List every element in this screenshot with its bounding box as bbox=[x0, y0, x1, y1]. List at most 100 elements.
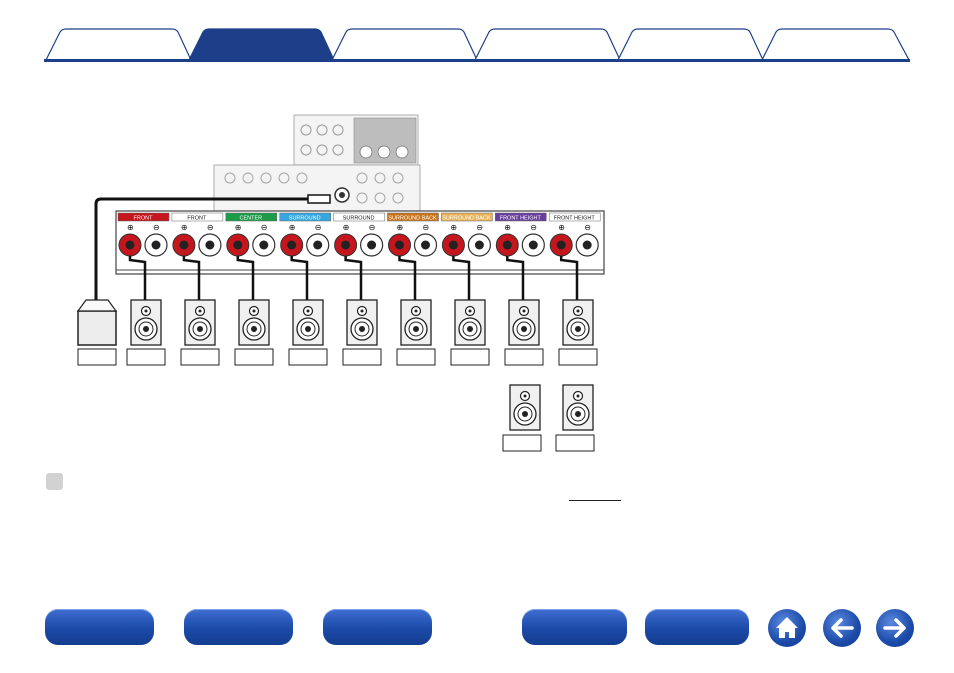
terminal-label-text: FRONT bbox=[187, 216, 207, 222]
speaker-icon bbox=[292, 299, 324, 346]
speaker-wire bbox=[452, 256, 471, 300]
terminal-post-pair: ⊕⊖ bbox=[441, 223, 491, 257]
forward-button[interactable] bbox=[876, 609, 914, 647]
tab-bar bbox=[0, 0, 954, 64]
speaker-icon bbox=[454, 299, 486, 346]
svg-text:⊖: ⊖ bbox=[584, 223, 591, 232]
terminal-post-pair: ⊕⊖ bbox=[495, 223, 545, 257]
tab-3[interactable] bbox=[330, 28, 478, 60]
terminal-post-pair: ⊕⊖ bbox=[388, 223, 438, 257]
svg-text:⊖: ⊖ bbox=[207, 223, 214, 232]
terminal-posts: ⊕⊖⊕⊖⊕⊖⊕⊖⊕⊖⊕⊖⊕⊖⊕⊖⊕⊖ bbox=[118, 223, 599, 257]
speaker-wire bbox=[506, 256, 525, 300]
terminal-labels: FRONT FRONT CENTER SURROUND SURROUND SURROUND… bbox=[117, 212, 601, 222]
speaker-icon bbox=[238, 299, 270, 346]
terminal-label-text: SURROUND bbox=[343, 216, 375, 222]
speaker-label-box bbox=[288, 348, 328, 366]
svg-text:⊕: ⊕ bbox=[504, 223, 511, 232]
subwoofer-icon bbox=[76, 299, 118, 346]
svg-text:⊕: ⊕ bbox=[181, 223, 188, 232]
svg-text:⊖: ⊖ bbox=[315, 223, 322, 232]
speaker-label-box bbox=[555, 434, 595, 452]
speaker-label-box bbox=[504, 348, 544, 366]
svg-text:⊖: ⊖ bbox=[369, 223, 376, 232]
terminal-post-pair: ⊕⊖ bbox=[172, 223, 222, 257]
svg-text:⊕: ⊕ bbox=[450, 223, 457, 232]
speaker-wire bbox=[182, 256, 201, 300]
speaker-icon bbox=[346, 299, 378, 346]
speaker-icon bbox=[562, 299, 594, 346]
nav-button-4[interactable] bbox=[522, 609, 627, 645]
speaker-icon bbox=[184, 299, 216, 346]
speaker-label-box bbox=[342, 348, 382, 366]
svg-text:⊕: ⊕ bbox=[558, 223, 565, 232]
svg-text:⊖: ⊖ bbox=[530, 223, 537, 232]
home-button[interactable] bbox=[768, 609, 806, 647]
tab-4[interactable] bbox=[473, 28, 621, 60]
terminal-label-8: FRONT HEIGHT bbox=[495, 212, 547, 222]
terminal-label-3: CENTER bbox=[225, 212, 278, 222]
rca-plug bbox=[307, 194, 331, 204]
terminal-label-2: FRONT bbox=[171, 212, 224, 222]
speaker-wire bbox=[344, 256, 363, 300]
terminal-label-4: SURROUND bbox=[279, 212, 331, 222]
speaker-label-box bbox=[126, 348, 166, 366]
svg-text:⊖: ⊖ bbox=[261, 223, 268, 232]
terminal-label-text: SURROUND bbox=[289, 216, 321, 222]
speaker-icon bbox=[562, 384, 594, 431]
tab-1[interactable] bbox=[44, 28, 192, 60]
speaker-label-box bbox=[180, 348, 220, 366]
terminal-label-text: FRONT bbox=[134, 216, 154, 222]
terminal-post-pair: ⊕⊖ bbox=[334, 223, 384, 257]
speaker-wire bbox=[559, 256, 579, 300]
svg-text:⊕: ⊕ bbox=[343, 223, 350, 232]
terminal-post-pair: ⊕⊖ bbox=[226, 223, 276, 257]
terminal-label-text: CENTER bbox=[239, 216, 262, 222]
tab-6[interactable] bbox=[760, 28, 910, 60]
nav-button-3[interactable] bbox=[323, 609, 432, 645]
back-button[interactable] bbox=[823, 609, 861, 647]
terminal-label-text: SURROUND BACK bbox=[388, 216, 437, 222]
tab-2-active[interactable] bbox=[187, 28, 335, 60]
note-link-underline[interactable] bbox=[569, 500, 621, 501]
subwoofer-label-box bbox=[77, 348, 117, 366]
terminal-label-9: FRONT HEIGHT bbox=[548, 212, 601, 222]
svg-text:⊕: ⊕ bbox=[397, 223, 404, 232]
svg-text:⊖: ⊖ bbox=[423, 223, 430, 232]
terminal-label-7: SURROUND BACK bbox=[441, 212, 493, 222]
speaker-wires bbox=[128, 256, 579, 300]
receiver-rear-panel-upper bbox=[293, 114, 419, 166]
speaker-connection-diagram: FRONT FRONT CENTER SURROUND SURROUND SURROUND… bbox=[76, 114, 605, 452]
speaker-label-box bbox=[234, 348, 274, 366]
arrow-left-icon bbox=[831, 618, 854, 638]
terminal-label-text: FRONT HEIGHT bbox=[554, 216, 596, 222]
speaker-label-box bbox=[558, 348, 598, 366]
terminal-label-1: FRONT bbox=[117, 212, 170, 222]
nav-button-2[interactable] bbox=[184, 609, 293, 645]
svg-text:⊕: ⊕ bbox=[289, 223, 296, 232]
terminal-label-5: SURROUND bbox=[333, 212, 385, 222]
nav-button-1[interactable] bbox=[45, 609, 154, 645]
speaker-wire bbox=[236, 256, 255, 300]
home-icon bbox=[776, 617, 798, 638]
receiver-rear-panel-middle bbox=[213, 164, 421, 212]
svg-text:⊕: ⊕ bbox=[127, 223, 134, 232]
speaker-icon bbox=[509, 384, 541, 431]
speaker-wire bbox=[128, 256, 147, 300]
tab-5[interactable] bbox=[616, 28, 764, 60]
terminal-label-text: SURROUND BACK bbox=[442, 216, 491, 222]
svg-text:⊕: ⊕ bbox=[235, 223, 242, 232]
nav-button-5[interactable] bbox=[645, 609, 749, 645]
speaker-label-box bbox=[396, 348, 436, 366]
terminal-post-pair: ⊕⊖ bbox=[118, 223, 168, 257]
terminal-label-text: FRONT HEIGHT bbox=[500, 216, 542, 222]
svg-text:⊖: ⊖ bbox=[153, 223, 160, 232]
terminal-label-6: SURROUND BACK bbox=[387, 212, 439, 222]
speaker-label-box bbox=[450, 348, 490, 366]
svg-text:⊖: ⊖ bbox=[476, 223, 483, 232]
terminal-post-pair: ⊕⊖ bbox=[280, 223, 330, 257]
arrow-right-icon bbox=[883, 618, 906, 638]
speaker-wire bbox=[290, 256, 309, 300]
tab-underline bbox=[44, 59, 910, 62]
speaker-icon bbox=[130, 299, 162, 346]
